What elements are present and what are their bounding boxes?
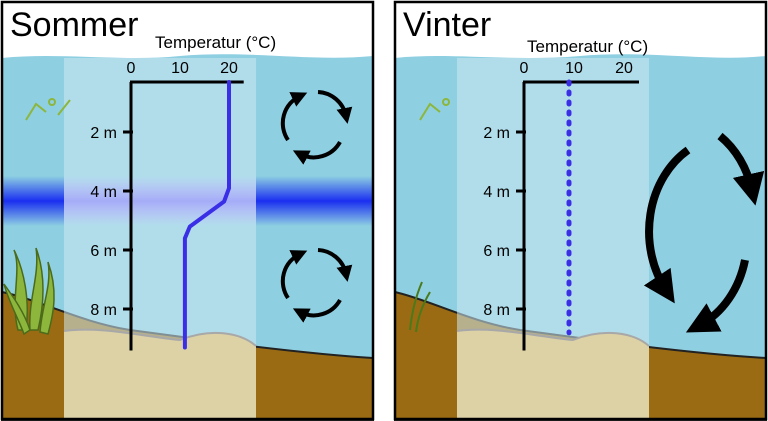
summer-algae-icon <box>25 98 71 121</box>
summer-lower-circulation-arrows-icon <box>280 248 353 323</box>
temperature-tick-label: 0 <box>520 60 529 77</box>
summer-axis-title: Temperatur (°C) <box>155 33 276 52</box>
panel-summer-frame <box>0 0 375 421</box>
temperature-tick-label: 0 <box>127 60 136 77</box>
depth-tick-label: 8 m <box>90 302 117 319</box>
depth-tick-label: 4 m <box>90 184 117 201</box>
temperature-tick-label: 10 <box>565 60 583 77</box>
panel-summer: 0 10 20 2 m 4 m 6 m 8 m Sommer Temperatur (°C) <box>0 0 375 421</box>
temperature-tick-label: 10 <box>171 60 189 77</box>
summer-upper-circulation-arrows-icon <box>280 90 353 165</box>
depth-tick-label: 4 m <box>483 184 510 201</box>
summer-axis: 0 10 20 2 m 4 m 6 m 8 m <box>90 60 244 351</box>
depth-tick-label: 2 m <box>90 125 117 142</box>
panel-winter-frame <box>393 0 768 421</box>
winter-axis-title: Temperatur (°C) <box>527 37 648 56</box>
winter-plants-icon <box>409 281 431 333</box>
winter-algae-icon <box>419 98 450 121</box>
depth-tick-label: 6 m <box>483 243 510 260</box>
summer-title: Sommer <box>10 6 138 44</box>
winter-circulation-arrows-icon <box>643 132 765 333</box>
temperature-tick-label: 20 <box>615 60 633 77</box>
winter-axis: 0 10 20 2 m 4 m 6 m 8 m <box>483 60 639 351</box>
winter-sand-edge <box>456 328 650 347</box>
depth-tick-label: 8 m <box>483 302 510 319</box>
summer-sand-edge <box>63 328 257 347</box>
panel-winter: 0 10 20 2 m 4 m 6 m 8 m Vinter Temperatur (°C) <box>393 0 768 421</box>
winter-title: Vinter <box>403 6 491 44</box>
depth-tick-label: 6 m <box>90 243 117 260</box>
depth-tick-label: 2 m <box>483 125 510 142</box>
temperature-profile-line <box>182 80 231 350</box>
temperature-tick-label: 20 <box>220 60 238 77</box>
summer-sand <box>64 329 256 420</box>
winter-sand <box>457 329 649 420</box>
summer-plants-icon <box>3 247 55 336</box>
